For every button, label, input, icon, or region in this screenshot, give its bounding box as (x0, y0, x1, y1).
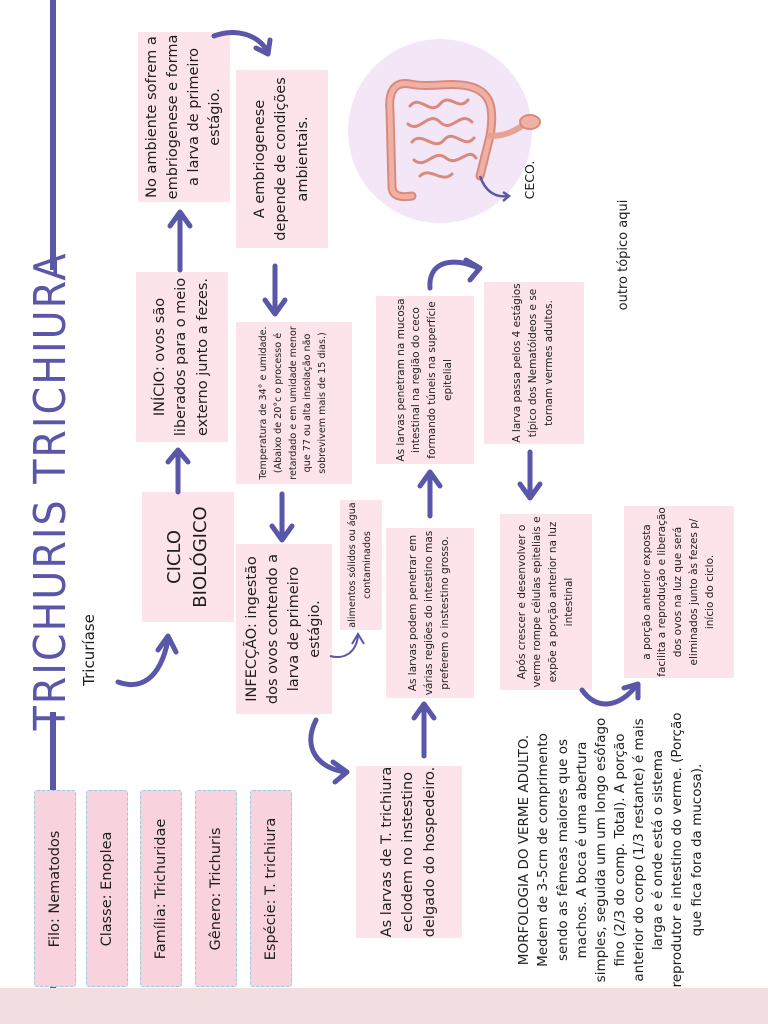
taxonomy-familia: Família: Trichuridae (140, 790, 182, 987)
title-rule (50, 0, 56, 270)
taxonomy-especie: Espécie: T. trichiura (250, 790, 292, 987)
inicio-box: INÍCIO: ovos são liberados para o meio e… (136, 272, 228, 442)
arrow-infeccao-to-eclodem (308, 717, 348, 775)
arrow-into-ciclo (115, 637, 171, 688)
taxonomy-classe: Classe: Enoplea (86, 790, 128, 987)
ambiente-box: No ambiente sofrem a embriogenese e form… (138, 32, 230, 202)
embriogenese-box: A embriogenese depende de condições ambi… (236, 70, 328, 248)
temperatura-box: Temperatura de 34° e umidade. (Abaixo de… (236, 322, 352, 484)
intestine-illustration (348, 39, 541, 223)
alimentos-box: alimentos sólidos ou água contaminados (340, 500, 382, 630)
estagios-box: A larva passa pelos 4 estágios típico do… (484, 282, 584, 444)
arrow-alimentos (329, 635, 359, 658)
taxonomy-filo: Filo: Nematodos (34, 790, 76, 987)
mucosa-box: As larvas penetram na mucosa intestinal … (376, 296, 474, 464)
taxonomy-genero: Gênero: Trichuris (195, 790, 237, 987)
eclodem-box: As larvas de T. trichiura eclodem no ins… (356, 766, 462, 938)
arrow-crescer-to-porcao (579, 683, 639, 707)
arrow-ambiente-to-embriogenese (211, 30, 271, 55)
arrow-mucosa-to-estagios (427, 259, 481, 291)
penetrar-box: As larvas podem penetrar em várias regiõ… (386, 528, 474, 698)
footer-band (0, 988, 768, 1024)
porcao-box: a porção anterior exposta facilita a rep… (624, 506, 734, 678)
infeccao-box: INFECÇÃO: ingestão dos ovos contendo a l… (236, 544, 332, 714)
crescer-box: Após crescer e desenvolver o verme rompe… (500, 514, 592, 690)
cycle-center-box: CICLO BIOLÓGICO (142, 492, 234, 622)
